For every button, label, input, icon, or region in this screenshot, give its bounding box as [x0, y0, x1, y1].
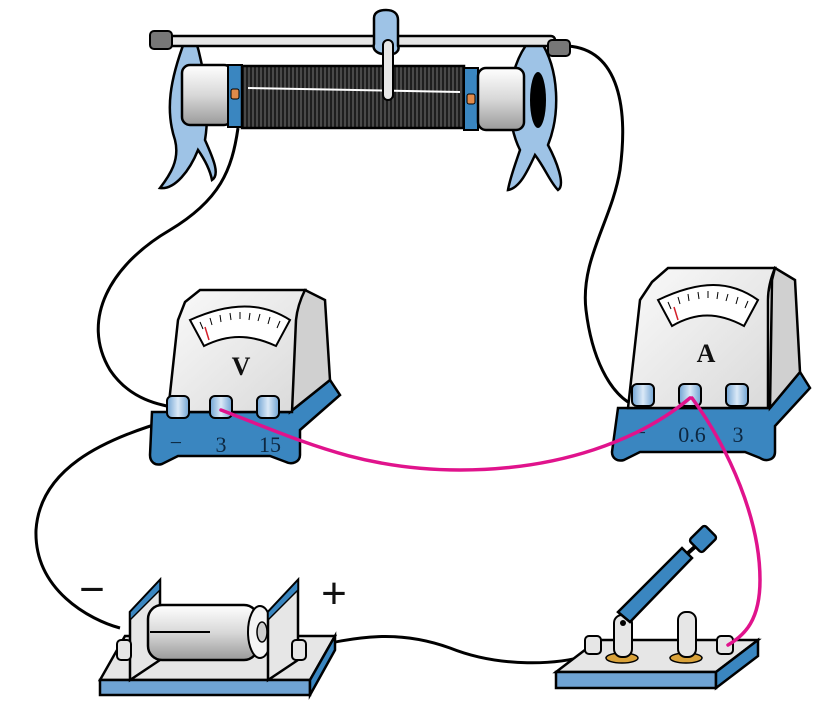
voltmeter: V − 3 15: [148, 288, 342, 466]
voltmeter-label-3: 3: [216, 432, 227, 457]
rheostat[interactable]: [149, 8, 571, 192]
rheostat-rod-cap-left: [149, 30, 173, 50]
ammeter-label-0.6: 0.6: [678, 422, 706, 447]
voltmeter-symbol: V: [232, 352, 251, 381]
knife-switch[interactable]: [552, 524, 762, 691]
switch-handle[interactable]: [688, 524, 718, 554]
rheostat-coil: [240, 64, 466, 130]
switch-contact-post: [677, 611, 697, 658]
ammeter-needle: [673, 306, 679, 321]
ammeter-terminal-negative[interactable]: [631, 383, 655, 407]
ammeter-label-3: 3: [733, 422, 744, 447]
wire-voltmeter-3-to-ammeter-0.6[interactable]: [219, 396, 692, 472]
rheostat-end-right: [476, 66, 526, 132]
battery-base-front: [98, 678, 312, 697]
voltmeter-base: [148, 378, 342, 466]
wire-battery-to-switch[interactable]: [299, 634, 589, 665]
voltmeter-terminal-negative[interactable]: [166, 395, 190, 419]
rheostat-terminal-left: [230, 88, 240, 100]
voltmeter-label-15: 15: [259, 432, 281, 457]
wire-ammeter-0.6-to-switch[interactable]: [690, 396, 762, 647]
ammeter-terminal-3[interactable]: [725, 383, 749, 407]
battery-positive-sign: +: [321, 569, 347, 618]
rheostat-end-left: [180, 63, 234, 127]
voltmeter-terminal-15[interactable]: [256, 395, 280, 419]
wires-magenta: [219, 396, 762, 647]
wire-voltmeter-to-battery[interactable]: [34, 418, 171, 630]
wires-black: [34, 44, 629, 665]
voltmeter-needle: [204, 326, 210, 341]
ammeter-symbol: A: [697, 339, 716, 368]
rheostat-terminal-right: [466, 93, 476, 105]
ammeter-scale-ticks: [667, 291, 749, 310]
voltmeter-label-negative: −: [170, 430, 182, 455]
rheostat-contact-line: [247, 87, 461, 93]
switch-blade[interactable]: [616, 546, 694, 624]
battery-terminal-positive[interactable]: [291, 639, 307, 661]
battery-negative-sign: −: [79, 565, 105, 614]
rheostat-clamp-hole: [530, 72, 546, 128]
voltmeter-dial: [188, 305, 292, 348]
ammeter-dial: [656, 284, 760, 328]
switch-terminal-right[interactable]: [716, 635, 734, 655]
wire-rheostat-to-voltmeter[interactable]: [96, 127, 240, 410]
rheostat-rod-cap-right: [547, 39, 571, 57]
rheostat-slide-rod: [163, 34, 557, 48]
ammeter: A − 0.6 3: [610, 266, 812, 462]
switch-terminal-left[interactable]: [584, 635, 602, 655]
battery-holder: − +: [79, 565, 347, 700]
ammeter-base: [610, 369, 812, 462]
rheostat-slider-handle[interactable]: [382, 39, 394, 101]
voltmeter-scale-ticks: [199, 312, 281, 330]
wire-rheostat-to-ammeter[interactable]: [567, 44, 629, 404]
battery-terminal-negative[interactable]: [116, 639, 132, 661]
